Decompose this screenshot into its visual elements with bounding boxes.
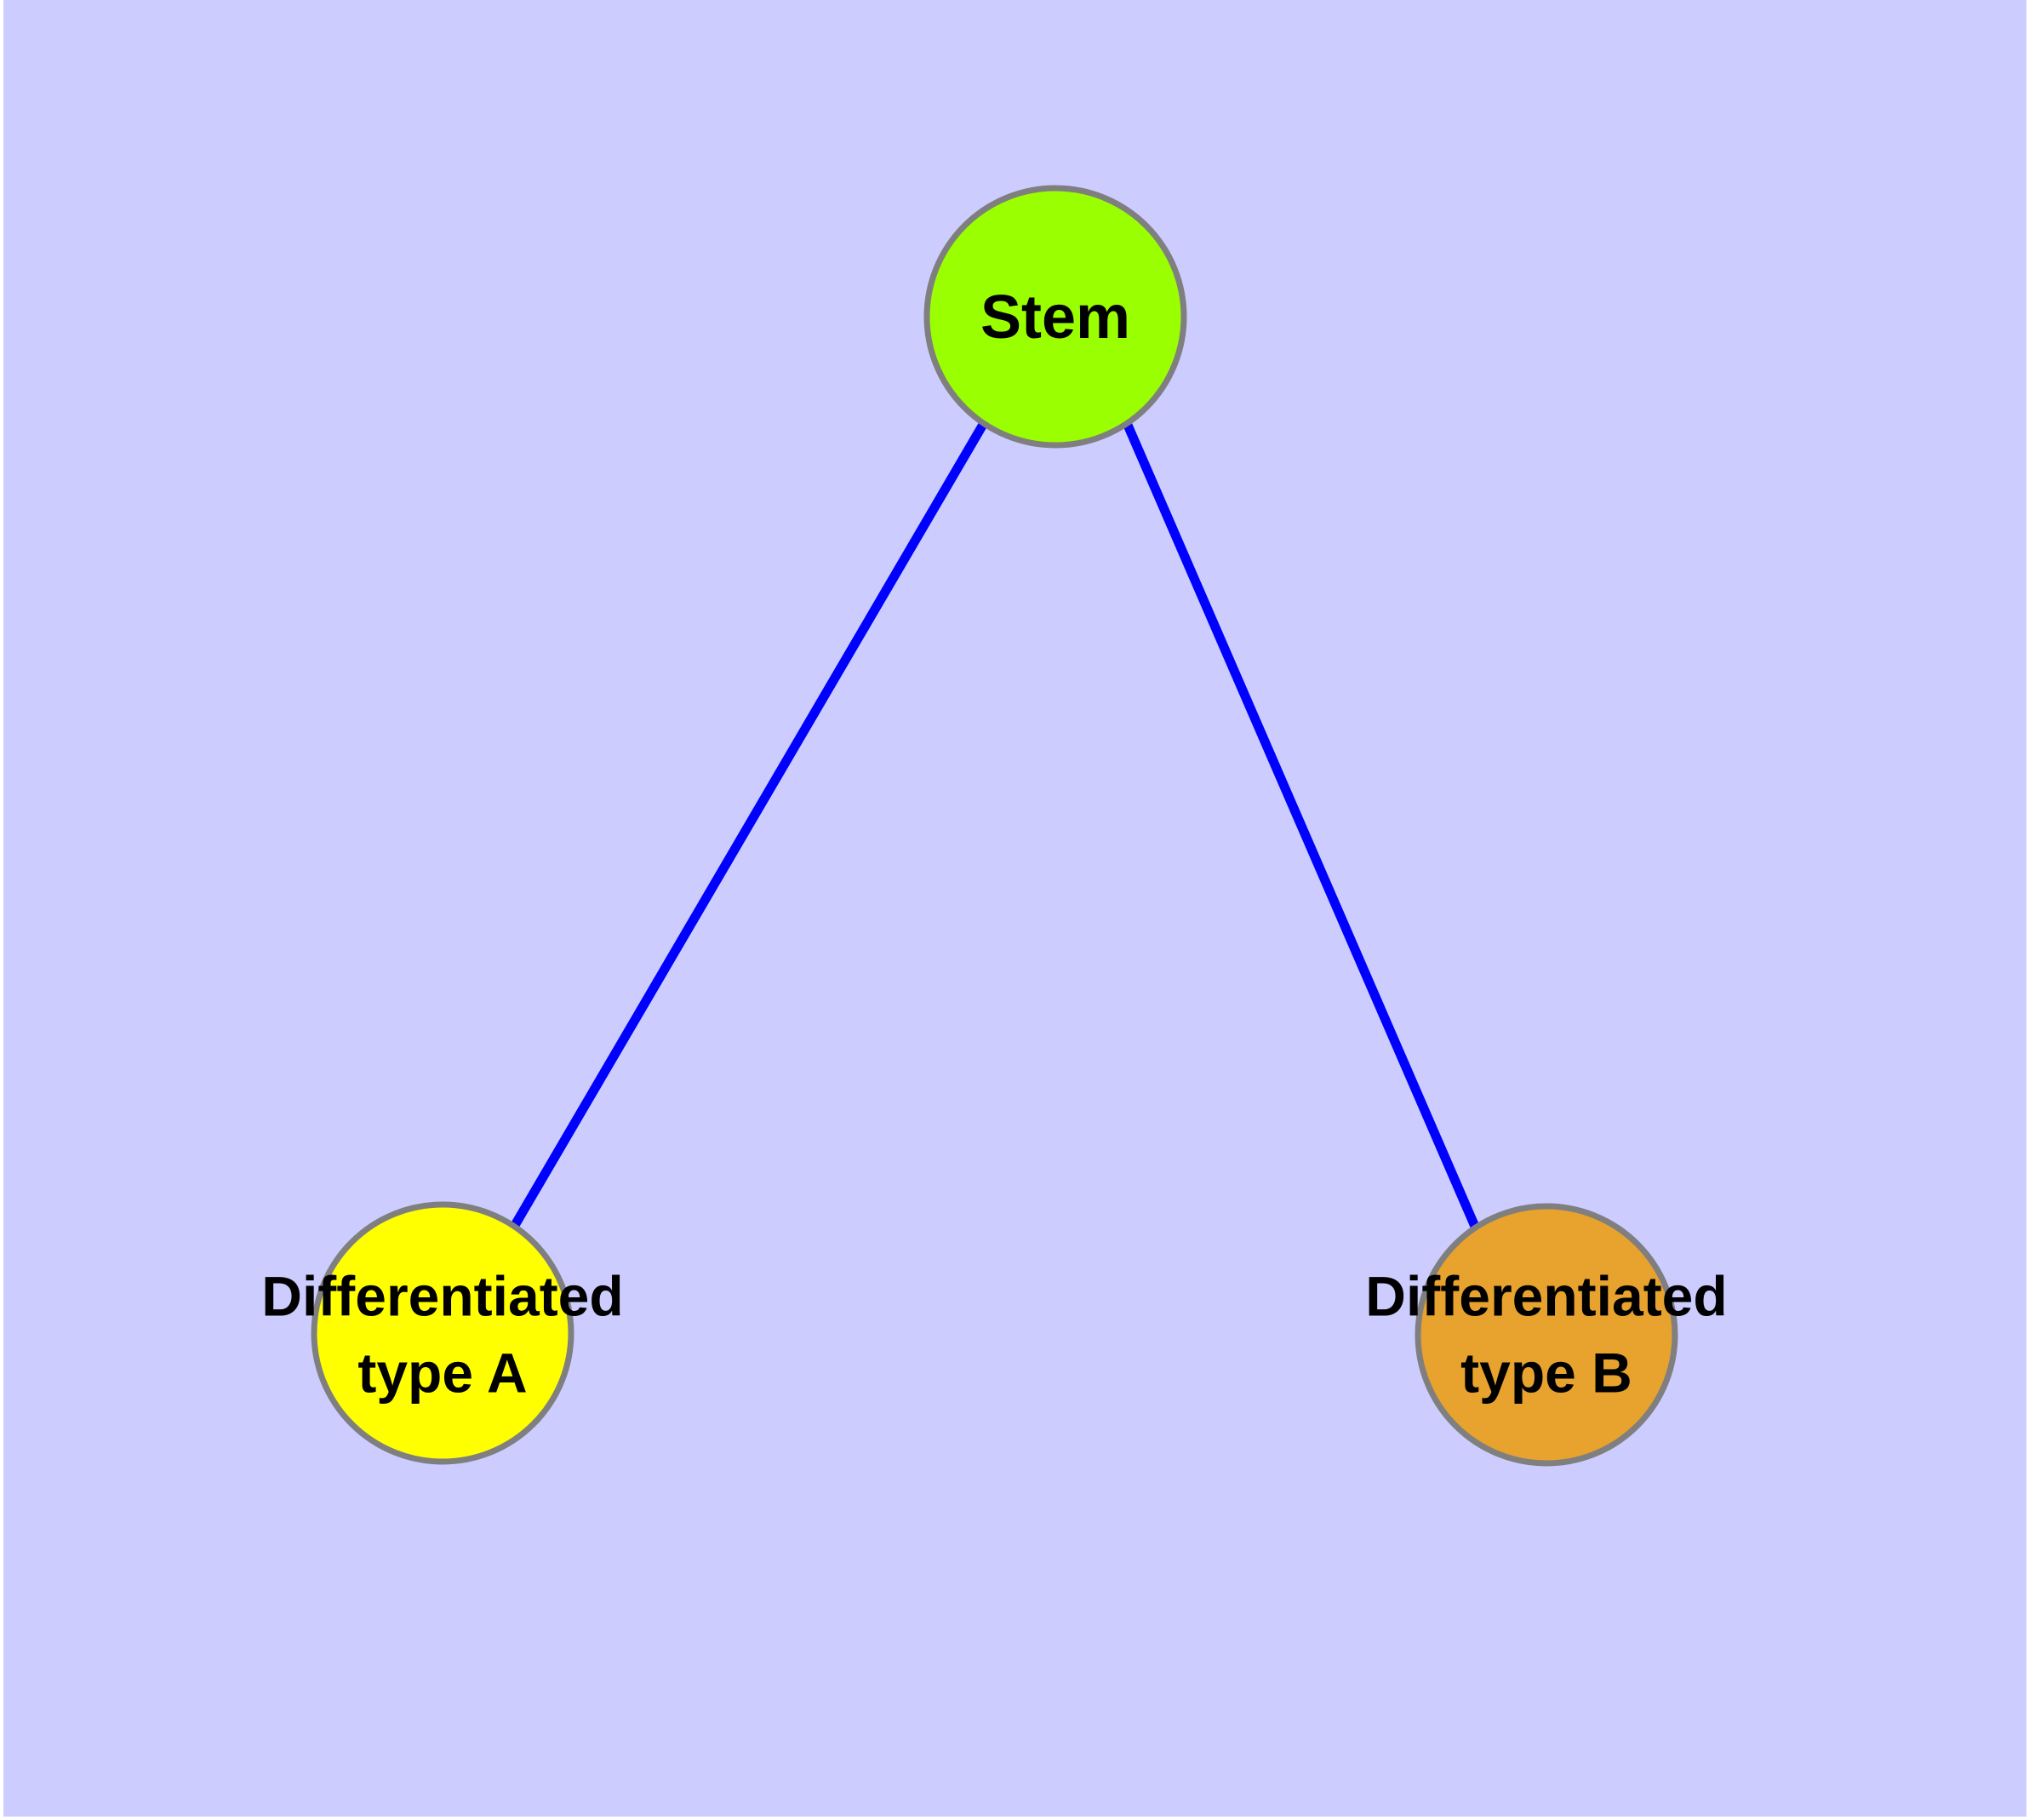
node-differentiated-type-a-label-line2: type A [357,1341,527,1404]
node-differentiated-type-b-label-line2: type B [1460,1341,1632,1404]
node-differentiated-type-b[interactable] [1415,1203,1678,1467]
node-stem[interactable] [923,185,1187,449]
node-stem-label: Stem [980,283,1130,352]
node-differentiated-type-b-circle[interactable] [1415,1203,1678,1467]
node-link-graph: Stem Differentiated type A Differentiate… [261,185,1728,1467]
node-differentiated-type-a-circle[interactable] [311,1201,574,1465]
node-differentiated-type-a-label-line1: Differentiated [261,1264,623,1327]
label-layer: Stem Differentiated type A Differentiate… [261,283,1727,1404]
edge-stem-to-differentiated-type-a[interactable] [510,421,988,1229]
node-differentiated-type-a[interactable] [311,1201,574,1465]
node-layer [311,185,1678,1467]
edge-stem-to-differentiated-type-b[interactable] [1122,421,1481,1231]
node-stem-circle[interactable] [923,185,1187,449]
node-differentiated-type-b-label-line1: Differentiated [1365,1264,1727,1327]
diagram-plot-area: Stem Differentiated type A Differentiate… [3,0,2026,1817]
edge-layer [510,421,1481,1231]
